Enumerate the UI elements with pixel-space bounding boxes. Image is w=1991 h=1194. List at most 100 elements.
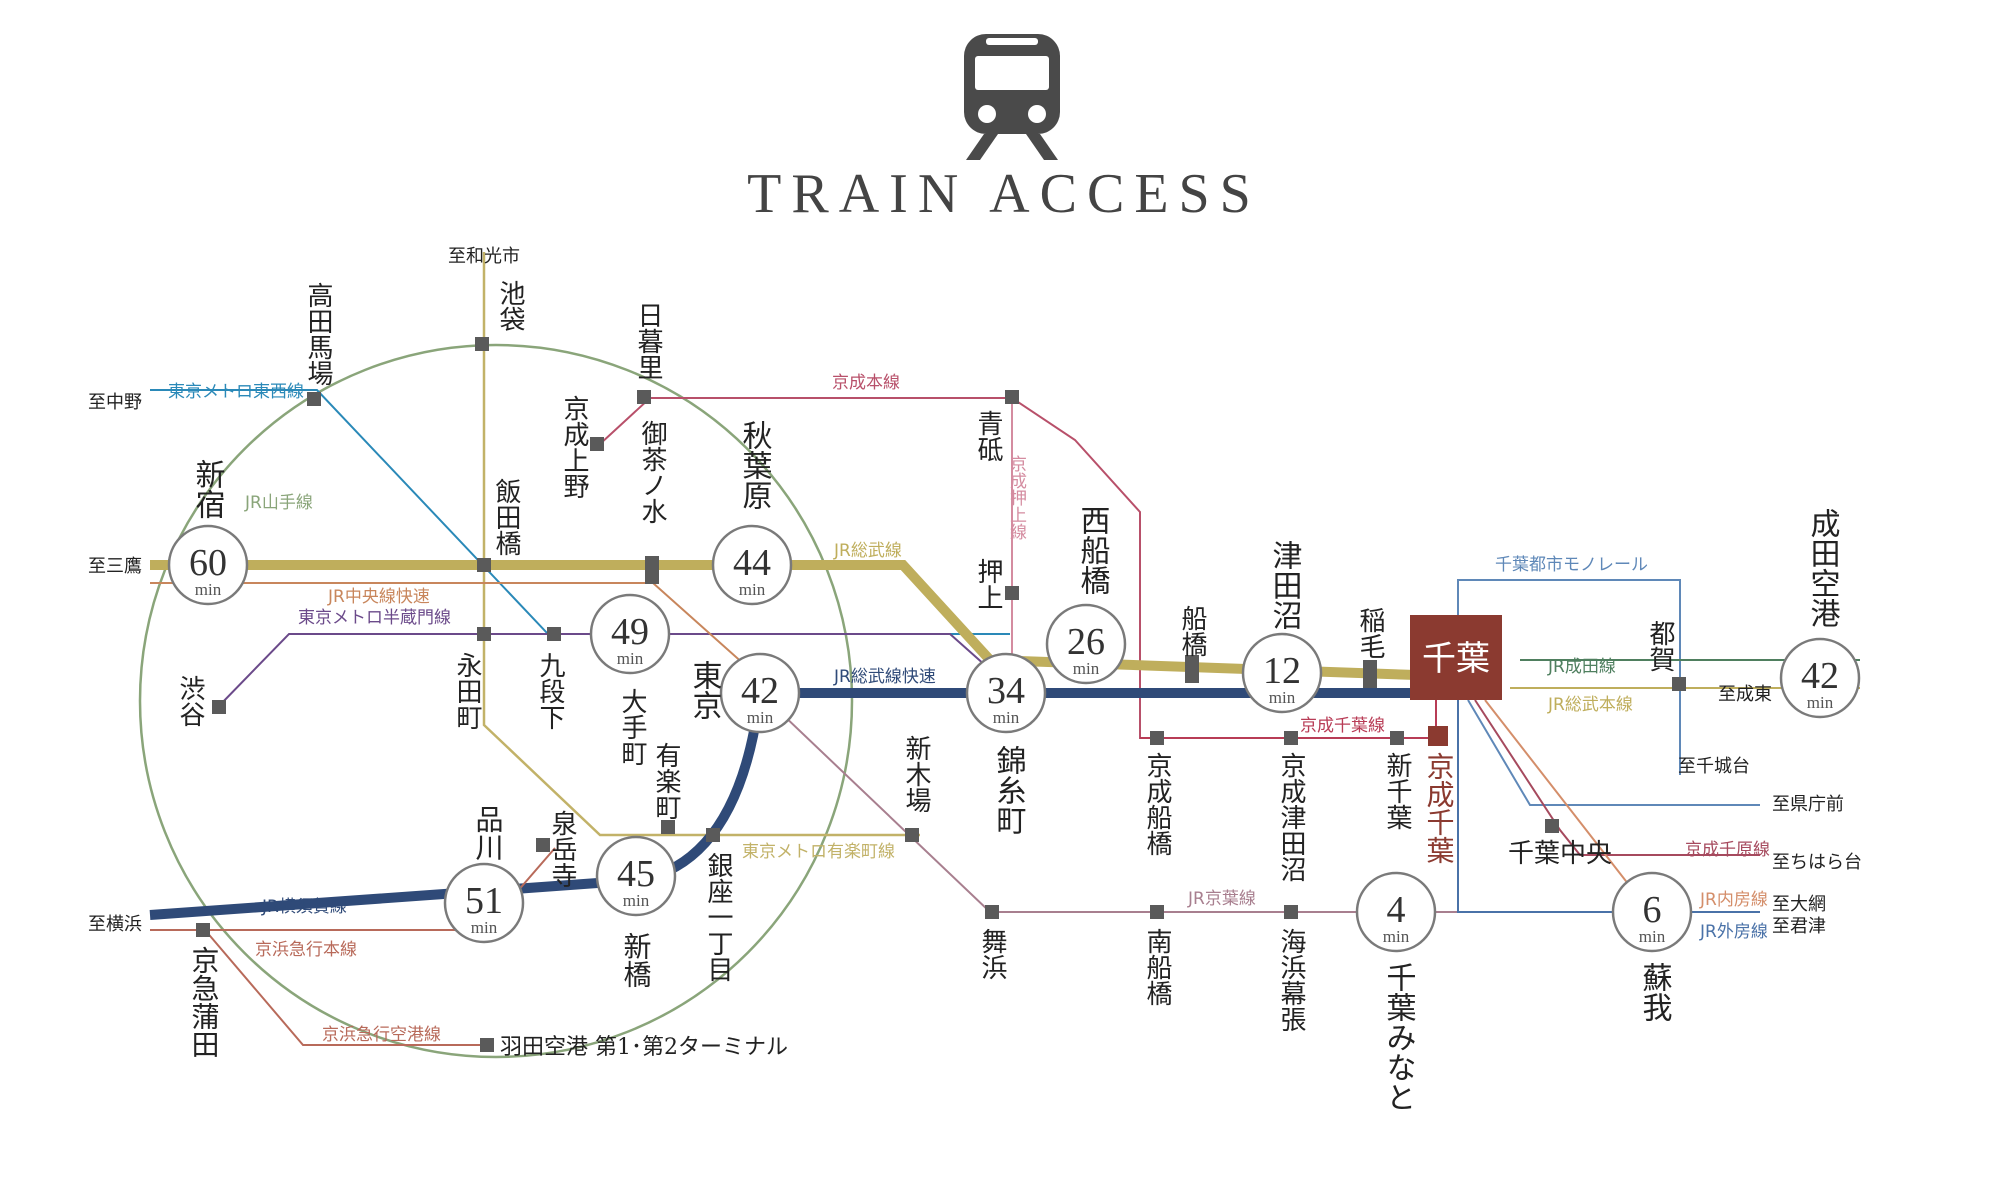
time-circle-akihabara: 44 min: [711, 524, 793, 606]
time-circle-shimbashi: 45 min: [595, 835, 677, 917]
stn-sq-keikyu-kamata: [196, 923, 210, 937]
sotobo-line: [1457, 700, 1760, 913]
time-circle-tsudanuma: 12 min: [1241, 632, 1323, 714]
label-keikyu-main: 京浜急行本線: [255, 940, 357, 960]
station-shimbashi: 新橋: [620, 932, 653, 988]
station-shinagawa: 品川: [472, 805, 505, 861]
stn-sq-funabashi: [1185, 655, 1199, 683]
label-yokosuka: JR横須賀線: [261, 897, 347, 917]
svg-text:6: 6: [1643, 889, 1662, 931]
label-chuo-rapid: JR中央線快速: [327, 587, 430, 607]
time-circle-otemachi: 49 min: [589, 593, 671, 675]
label-yamanote: JR山手線: [244, 493, 313, 513]
stn-sq-keisei-funabashi: [1150, 731, 1164, 745]
svg-text:42: 42: [1801, 655, 1839, 697]
svg-text:min: min: [993, 708, 1020, 727]
station-ginza-itchome: 銀座一丁目: [703, 852, 733, 982]
svg-text:60: 60: [189, 542, 227, 584]
svg-text:45: 45: [617, 853, 655, 895]
time-circle-kinshicho: 34 min: [965, 652, 1047, 734]
station-shibuya: 渋谷: [175, 675, 205, 727]
dir-chishirodai: 至千城台: [1678, 756, 1750, 777]
dir-oami: 至大網: [1772, 894, 1826, 915]
dir-mitaka: 至三鷹: [88, 555, 142, 577]
stn-sq-iidabashi: [477, 558, 491, 572]
station-keisei-chiba: 京成千葉: [1423, 752, 1456, 864]
station-akihabara: 秋葉原: [737, 420, 773, 510]
yurakucho-line: [482, 252, 920, 837]
page-title: TRAIN ACCESS: [747, 163, 1261, 225]
station-minami-funabashi: 南船橋: [1142, 928, 1172, 1006]
stn-sq-ginza-itchome: [706, 828, 720, 842]
stn-sq-maihama: [985, 905, 999, 919]
station-nishifunabashi: 西船橋: [1075, 505, 1111, 595]
stn-sq-sengakuji: [536, 838, 550, 852]
station-keisei-ueno: 京成上野: [559, 395, 589, 499]
svg-text:min: min: [195, 580, 222, 599]
station-chiba-minato: 千葉みなと: [1381, 962, 1417, 1112]
keiyo-line: [759, 692, 1642, 913]
station-soga: 蘇我: [1637, 962, 1673, 1022]
uchibo-line: [1484, 699, 1651, 913]
dir-kimitsu: 至君津: [1772, 916, 1826, 937]
label-chihara: 京成千原線: [1685, 840, 1770, 860]
svg-text:min: min: [1269, 688, 1296, 707]
label-sobu-main: JR総武本線: [1547, 695, 1633, 715]
station-takadanobaba: 高田馬場: [303, 282, 333, 386]
svg-text:min: min: [1807, 693, 1834, 712]
label-yurakucho: 東京メトロ有楽町線: [742, 842, 895, 862]
svg-text:4: 4: [1387, 889, 1406, 931]
svg-text:12: 12: [1263, 650, 1301, 692]
station-keisei-funabashi: 京成船橋: [1142, 752, 1172, 856]
station-yurakucho: 有楽町: [651, 742, 681, 820]
svg-text:34: 34: [987, 670, 1025, 712]
dir-kenchomae: 至県庁前: [1772, 794, 1844, 815]
station-kinshicho: 錦糸町: [991, 745, 1027, 835]
label-hanzomon: 東京メトロ半蔵門線: [298, 608, 451, 628]
stn-sq-haneda: [480, 1038, 494, 1052]
station-shinkiba: 新木場: [901, 735, 931, 813]
monorail-kenchomae: [1467, 699, 1760, 806]
time-circle-shinagawa: 51 min: [443, 862, 525, 944]
stn-sq-aoto: [1005, 390, 1019, 404]
label-keisei-main: 京成本線: [832, 373, 900, 393]
stn-sq-nagatacho: [477, 627, 491, 641]
station-haneda: 羽田空港 第1･第2ターミナル: [500, 1035, 788, 1060]
keikyu-airport-line: [204, 929, 490, 1046]
station-nippori: 日暮里: [633, 302, 663, 380]
stn-sq-takadanobaba: [307, 392, 321, 406]
label-uchibo: JR内房線: [1699, 890, 1768, 910]
station-tsuga: 都賀: [1645, 620, 1675, 672]
svg-text:min: min: [747, 708, 774, 727]
stn-sq-tsuga: [1672, 677, 1686, 691]
station-inage: 稲毛: [1355, 607, 1385, 659]
station-oshiage: 押上: [973, 558, 1003, 610]
dir-narita-east: 至成東: [1718, 684, 1772, 705]
stn-sq-kudanshita: [547, 627, 561, 641]
station-tsudanuma: 津田沼: [1267, 540, 1302, 630]
stn-sq-ochanomizu: [645, 556, 659, 584]
label-sobu: JR総武線: [833, 541, 902, 561]
stn-sq-chiba-chuo: [1545, 819, 1559, 833]
label-sotobo: JR外房線: [1699, 922, 1768, 942]
label-keisei-chiba: 京成千葉線: [1300, 716, 1385, 736]
stn-sq-ikebukuro: [475, 337, 489, 351]
time-circle-shinjuku: 60 min: [167, 524, 249, 606]
stn-sq-shin-chiba: [1390, 731, 1404, 745]
station-shinjuku: 新宿: [190, 459, 226, 519]
station-keisei-tsudanuma: 京成津田沼: [1276, 752, 1306, 882]
station-chiba: 千葉: [1422, 639, 1490, 679]
station-keikyu-kamata: 京急蒲田: [188, 946, 221, 1058]
station-chiba-chuo: 千葉中央: [1508, 839, 1612, 869]
yamanote-line: [138, 343, 854, 1059]
label-monorail: 千葉都市モノレール: [1495, 555, 1648, 575]
time-circle-narita-airport: 42 min: [1779, 637, 1861, 719]
stn-sq-nippori: [637, 390, 651, 404]
sobu-line: [150, 560, 1417, 680]
chihara-line: [1474, 699, 1760, 856]
svg-text:51: 51: [465, 880, 503, 922]
station-iidabashi: 飯田橋: [491, 478, 521, 556]
stn-sq-keisei-ueno: [590, 437, 604, 451]
svg-text:26: 26: [1067, 621, 1105, 663]
